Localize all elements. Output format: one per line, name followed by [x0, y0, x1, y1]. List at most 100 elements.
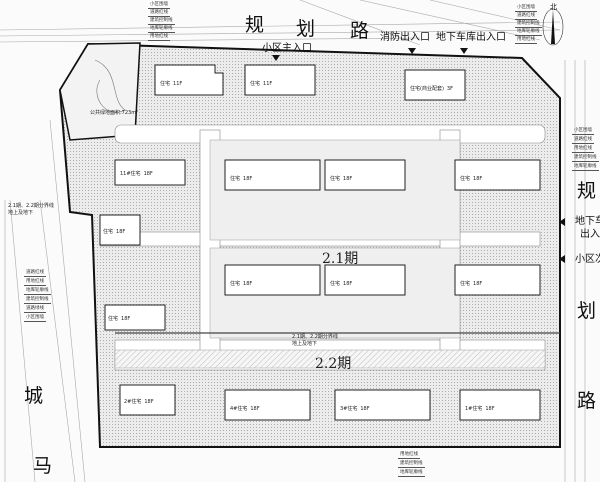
entrance-arrows [272, 48, 565, 263]
garage-entrance-east-label-1: 地下车库 [575, 216, 600, 227]
building-name: 住宅 [230, 176, 241, 182]
building-floors: 18F [144, 399, 154, 405]
west-road-name-2: 马 [33, 455, 53, 477]
building-name: 3#住宅 [340, 406, 358, 412]
legend-top-4: 用地红线 [148, 34, 170, 41]
building-floors: 11F [263, 81, 273, 87]
building-name: 住宅 [108, 316, 119, 322]
building-footprints [99, 64, 541, 421]
legend-top-2: 建筑控制线 [148, 18, 175, 25]
building-floors: 18F [473, 281, 483, 287]
garage-entrance-east-label-2: 出入口 [580, 229, 600, 240]
building-floors: 18F [243, 281, 253, 287]
building-name: 1#住宅 [465, 406, 483, 412]
building-floors: 18F [343, 176, 353, 182]
park-area [59, 42, 141, 141]
building-name: 11#住宅 [120, 171, 141, 177]
building-name: 住宅 [160, 81, 171, 87]
legend-top-0: 小区围墙 [148, 2, 170, 9]
park-area-note: 公共绿地面积:723m² [90, 110, 139, 116]
building-floors: 18F [116, 229, 126, 235]
legend-top-3: 地库轮廓线 [148, 26, 175, 33]
legend-right-2: 用地红线 [572, 146, 594, 153]
north-arrow-icon [542, 8, 564, 46]
phase-boundary-note-west: 2.1期、2.2期分界线地上及地下 [8, 203, 54, 217]
east-road-name-1: 规 [577, 180, 597, 202]
building-label: 住宅(商业配套)3F [410, 85, 453, 92]
building-floors: 11F [173, 81, 183, 87]
legend-left-1: 用地红线 [24, 279, 46, 286]
legend-bottom-2: 地库轮廓线 [398, 470, 425, 477]
legend-left-4: 道路绿线 [24, 306, 46, 313]
phase-2-2-label: 2.2期 [315, 356, 352, 372]
building-name: 住宅(商业配套) [410, 86, 444, 92]
building-floors: 18F [243, 176, 253, 182]
building-floors: 18F [360, 406, 370, 412]
legend-top-right-4: 用地红线 [515, 37, 537, 44]
east-road-name-2: 划 [577, 300, 597, 322]
building-floors: 18F [473, 176, 483, 182]
legend-left-2: 地库轮廓线 [24, 288, 51, 295]
legend-top-right-1: 道路红线 [515, 13, 537, 20]
legend-right-4: 地库轮廓线 [572, 164, 599, 171]
legend-top-right-2: 建筑控制线 [515, 21, 542, 28]
secondary-entrance-label: 小区次 [575, 254, 600, 265]
west-road-name-1: 城 [24, 385, 44, 407]
building-floors: 18F [121, 316, 131, 322]
phase-boundary-note: 2.1期、2.2期分界线地上及地下 [292, 334, 338, 348]
legend-left-3: 建筑控制线 [24, 297, 51, 304]
building-name: 住宅 [250, 81, 261, 87]
building-name: 4#住宅 [230, 406, 248, 412]
east-road-lines [564, 60, 586, 482]
boundary-note-west-line2: 地上及地下 [8, 210, 34, 216]
building-name: 2#住宅 [124, 399, 142, 405]
legend-top-1: 道路红线 [148, 10, 170, 17]
building-name: 住宅 [460, 281, 471, 287]
building-floors: 18F [143, 171, 153, 177]
legend-top-right-3: 地库轮廓线 [515, 29, 542, 36]
main-entrance-label: 小区主入口 [262, 43, 312, 54]
building-name: 住宅 [330, 176, 341, 182]
legend-left-0: 道路红线 [24, 270, 46, 277]
building-floors: 18F [250, 406, 260, 412]
north-road-name-3: 路 [350, 20, 370, 42]
north-road-name-2: 划 [296, 18, 316, 40]
phase-2-1-label: 2.1期 [322, 251, 359, 267]
building-name: 住宅 [460, 176, 471, 182]
building-name: 住宅 [230, 281, 241, 287]
east-road-name-3: 路 [577, 390, 597, 412]
north-label: 北 [550, 3, 557, 11]
legend-top-right-0: 小区围墙 [515, 5, 537, 12]
building-name: 住宅 [330, 281, 341, 287]
north-road-name-1: 规 [245, 14, 265, 36]
fire-entrance-label: 消防出入口 [380, 32, 430, 43]
legend-right-0: 小区围墙 [572, 128, 594, 135]
west-road-lines [4, 119, 86, 482]
garage-entrance-north-label: 地下车库出入口 [436, 32, 506, 43]
building-floors: 18F [485, 406, 495, 412]
legend-bottom-0: 用地红线 [398, 452, 420, 459]
legend-right-3: 建筑控制线 [572, 155, 599, 162]
building-floors: 3F [446, 86, 453, 92]
building-floors: 18F [343, 281, 353, 287]
legend-bottom-1: 建筑控制线 [398, 461, 425, 468]
north-road-lines [0, 0, 561, 46]
legend-left-5: 小区围墙 [24, 315, 46, 322]
